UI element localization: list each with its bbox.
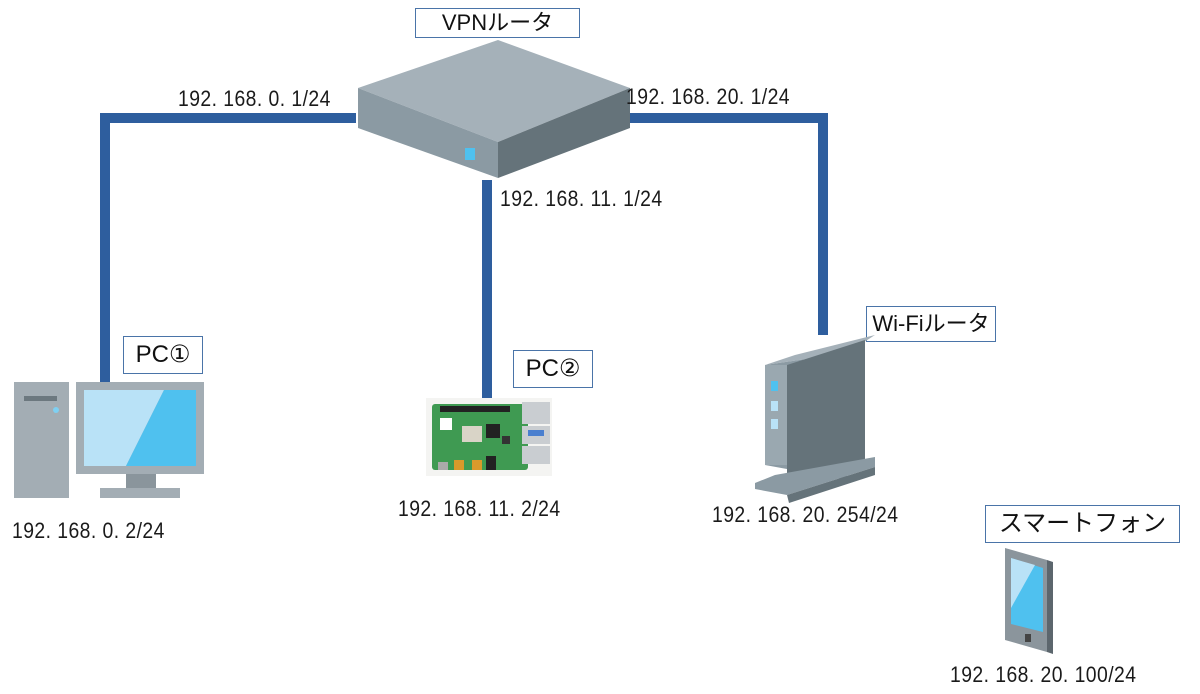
wifi-router-label: Wi-Fiルータ	[866, 306, 996, 342]
pc2-raspberry-pi-icon	[426, 398, 552, 476]
smartphone-label: スマートフォン	[985, 505, 1180, 543]
smartphone-ip: 192. 168. 20. 100/24	[950, 662, 1137, 687]
vpn-router-icon	[358, 40, 630, 178]
smartphone-icon	[1005, 548, 1053, 654]
pc2-ip: 192. 168. 11. 2/24	[398, 496, 561, 521]
link-vpn-pc1-vertical	[100, 113, 110, 383]
pc1-label: PC①	[123, 336, 203, 374]
vpn-interface-pc2-ip: 192. 168. 11. 1/24	[500, 186, 663, 211]
pc2-label: PC②	[513, 350, 593, 388]
pc1-desktop-icon	[14, 382, 204, 498]
link-vpn-wifi-horizontal	[620, 113, 828, 123]
link-vpn-pc2	[482, 180, 492, 400]
vpn-interface-wifi-ip: 192. 168. 20. 1/24	[626, 84, 791, 109]
pc1-ip: 192. 168. 0. 2/24	[12, 518, 165, 543]
link-vpn-pc1-horizontal	[100, 113, 356, 123]
wifi-router-icon	[755, 335, 875, 503]
vpn-router-label: VPNルータ	[415, 8, 580, 38]
vpn-interface-pc1-ip: 192. 168. 0. 1/24	[178, 86, 331, 111]
link-vpn-wifi-vertical	[818, 113, 828, 335]
wifi-router-ip: 192. 168. 20. 254/24	[712, 502, 899, 527]
